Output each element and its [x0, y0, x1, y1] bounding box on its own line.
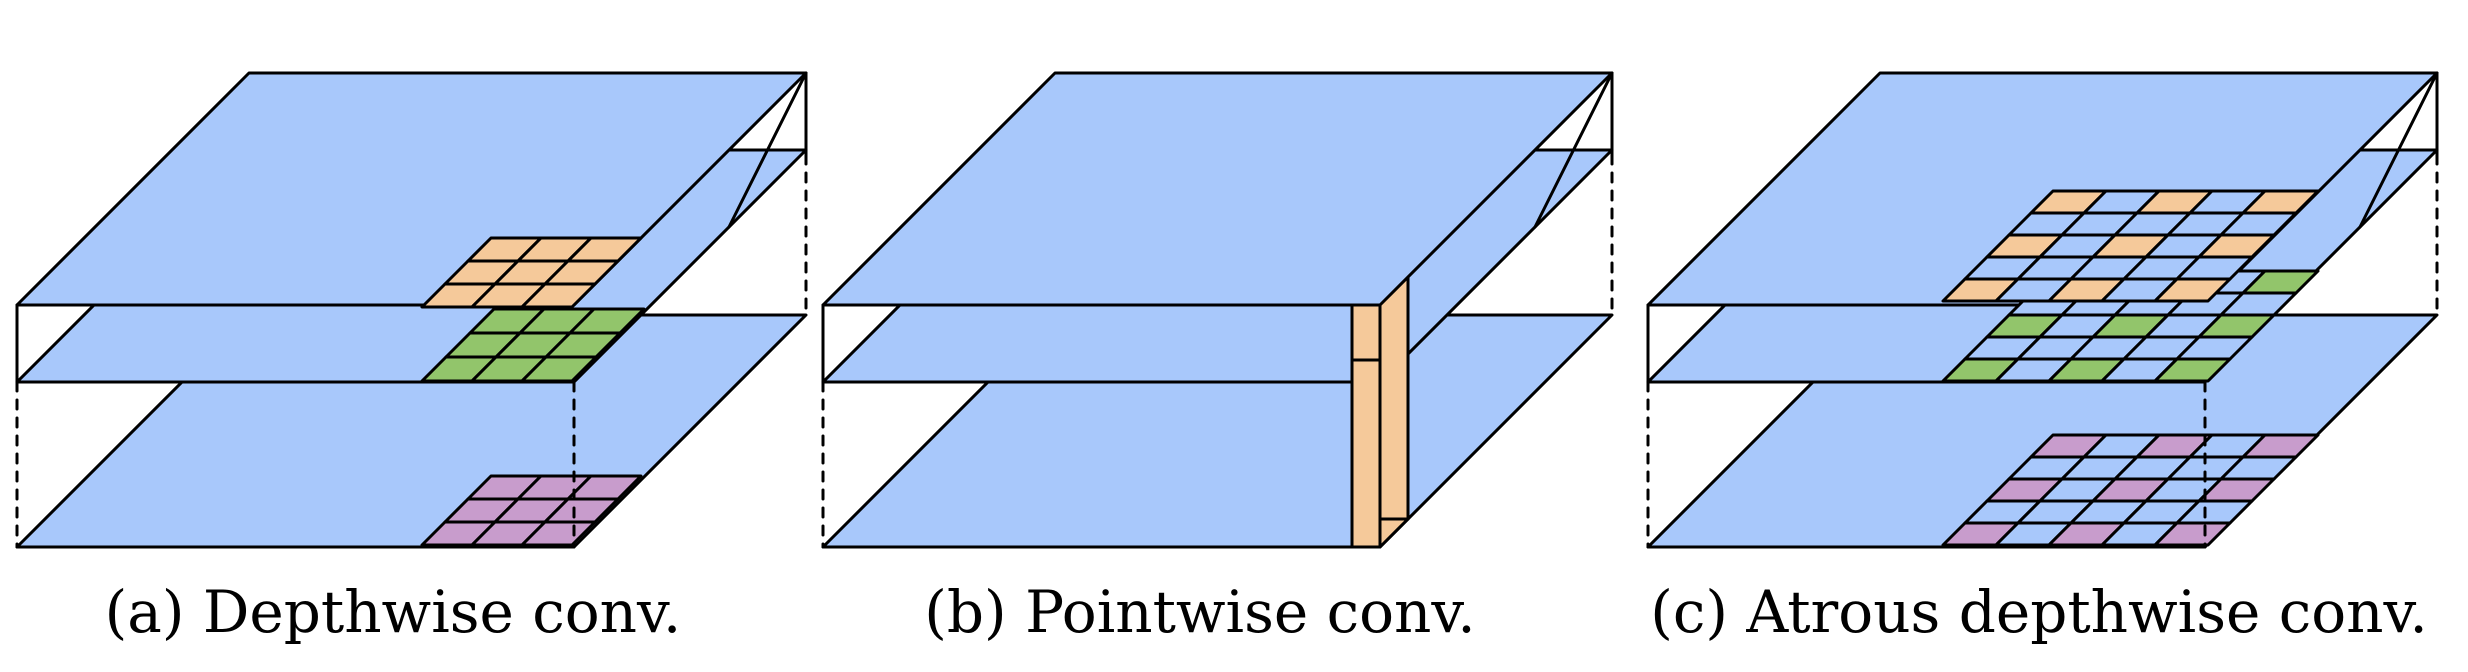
purple-atrous-cell	[2241, 433, 2320, 459]
caption-pointwise: (b) Pointwise conv.	[924, 578, 1475, 646]
column-front	[1350, 278, 1382, 549]
caption-atrous-depthwise: (c) Atrous depthwise conv.	[1650, 578, 2428, 646]
box-frame	[821, 71, 1614, 549]
box-frame	[1646, 71, 2439, 549]
panel-depthwise-conv: (a) Depthwise conv.	[15, 71, 808, 646]
edge-back-right	[1533, 71, 1614, 229]
green-atrous-cell	[2241, 269, 2320, 295]
kernel-grids	[420, 236, 646, 549]
panel-atrous-depthwise-conv: (c) Atrous depthwise conv.	[1646, 71, 2439, 646]
top-feature-plane	[821, 71, 1614, 307]
edge-back-right	[727, 71, 808, 229]
orange-kernel-cell	[566, 236, 643, 263]
edge-back-right	[2358, 71, 2439, 229]
purple-kernel-cell	[566, 474, 643, 501]
atrous-kernel-grids	[1941, 189, 2320, 549]
green-kernel-cell	[568, 307, 646, 335]
panel-pointwise-conv: (b) Pointwise conv.	[821, 71, 1614, 646]
orange-atrous-cell	[2241, 189, 2320, 215]
caption-depthwise: (a) Depthwise conv.	[105, 578, 682, 646]
box-frame	[15, 71, 808, 549]
